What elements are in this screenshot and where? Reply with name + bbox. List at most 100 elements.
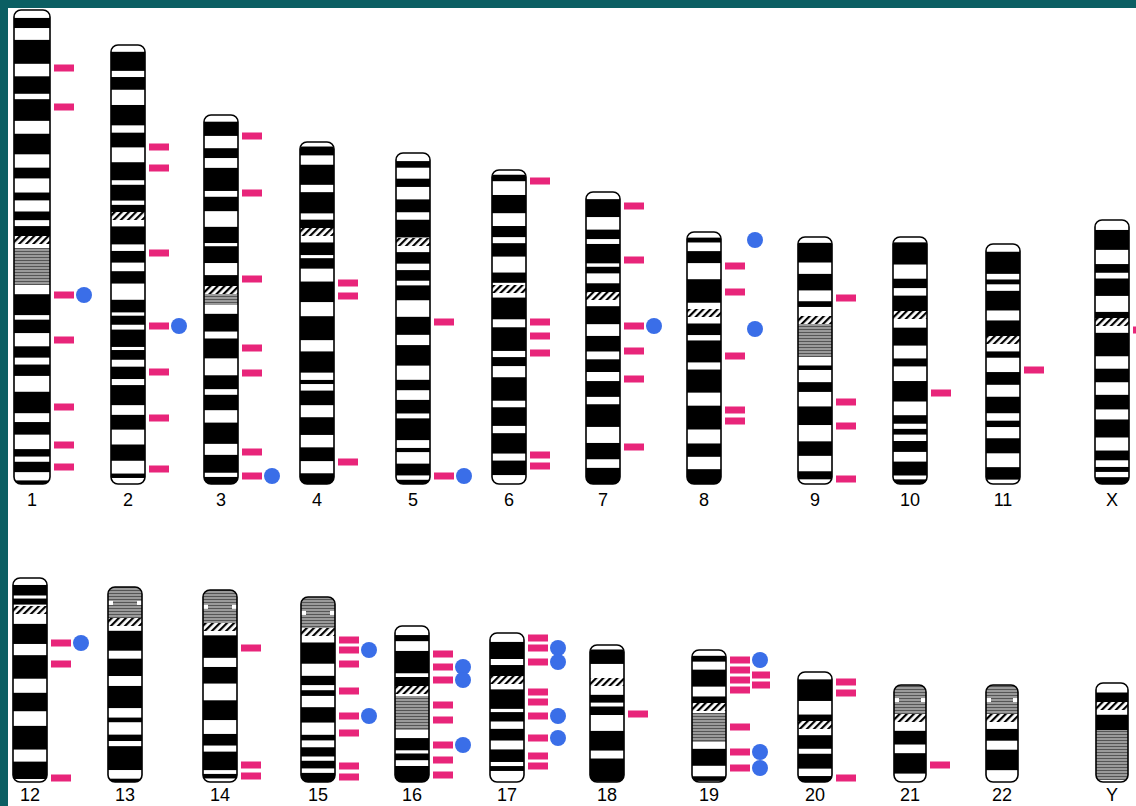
chromosome-ideogram <box>13 578 89 782</box>
gene-marker <box>149 323 169 330</box>
chromosome-number: 20 <box>793 785 837 805</box>
gene-marker <box>433 651 453 658</box>
gene-marker <box>149 415 169 422</box>
gene-marker <box>624 376 644 383</box>
gene-marker <box>528 689 548 696</box>
gene-marker <box>528 635 548 642</box>
chromosome-number: 1 <box>10 490 54 510</box>
chromosome-number: 11 <box>981 490 1025 510</box>
gene-marker <box>628 711 648 718</box>
locus-dot <box>747 321 763 337</box>
gene-marker <box>530 319 550 326</box>
gene-marker <box>338 459 358 466</box>
gene-marker <box>528 753 548 760</box>
locus-dot <box>550 654 566 670</box>
gene-marker <box>149 466 169 473</box>
gene-marker <box>433 757 453 764</box>
chromosome-number: 10 <box>888 490 932 510</box>
gene-marker <box>530 463 550 470</box>
chromosome-ideogram <box>111 45 187 484</box>
gene-marker <box>836 679 856 686</box>
locus-dot <box>455 672 471 688</box>
chromosome-ideogram <box>894 685 950 782</box>
chromosome-number: X <box>1090 490 1134 510</box>
chromosome-ideogram <box>1095 220 1136 484</box>
chromosome-number: Y <box>1090 785 1134 805</box>
gene-marker <box>433 742 453 749</box>
gene-marker <box>836 775 856 782</box>
gene-marker <box>434 319 454 326</box>
locus-dot <box>455 737 471 753</box>
chromosome-number: 21 <box>888 785 932 805</box>
gene-marker <box>530 452 550 459</box>
locus-dot <box>456 468 472 484</box>
white-ground <box>8 8 1136 806</box>
chromosome-ideogram <box>986 244 1044 484</box>
gene-marker <box>242 449 262 456</box>
chromosome-number: 12 <box>8 785 52 805</box>
gene-marker <box>241 762 261 769</box>
locus-dot <box>550 640 566 656</box>
gene-marker <box>530 333 550 340</box>
gene-marker <box>730 765 750 772</box>
chromosome-ideogram <box>490 633 566 782</box>
chromosome-ideogram <box>395 626 471 782</box>
locus-dot <box>361 708 377 724</box>
gene-marker <box>242 473 262 480</box>
chromosome-ideogram <box>1096 683 1128 782</box>
gene-marker <box>54 442 74 449</box>
gene-marker <box>752 672 770 679</box>
gene-marker <box>836 423 856 430</box>
gene-marker <box>242 345 262 352</box>
gene-marker <box>624 203 644 210</box>
gene-marker <box>931 390 951 397</box>
gene-marker <box>242 133 262 140</box>
gene-marker <box>730 657 750 664</box>
gene-marker <box>836 690 856 697</box>
chromosome-number: 7 <box>581 490 625 510</box>
gene-marker <box>836 399 856 406</box>
gene-marker <box>241 773 261 780</box>
gene-marker <box>730 667 750 674</box>
gene-marker <box>433 717 453 724</box>
gene-marker <box>149 165 169 172</box>
gene-marker <box>339 774 359 781</box>
gene-marker <box>730 749 750 756</box>
gene-marker <box>242 370 262 377</box>
locus-dot <box>550 730 566 746</box>
chromosome-ideogram <box>301 597 377 782</box>
gene-marker <box>54 292 74 299</box>
chromosome-ideogram <box>492 170 550 484</box>
chromosome-number: 3 <box>199 490 243 510</box>
locus-dot <box>361 642 377 658</box>
gene-marker <box>51 640 71 647</box>
chromosome-ideogram <box>687 232 763 484</box>
gene-marker <box>54 464 74 471</box>
chromosome-ideogram <box>798 672 856 782</box>
gene-marker <box>528 659 548 666</box>
chromosome-ideogram <box>300 142 358 484</box>
chromosome-number: 5 <box>391 490 435 510</box>
gene-marker <box>51 775 71 782</box>
chromosome-number: 8 <box>682 490 726 510</box>
gene-marker <box>624 257 644 264</box>
gene-marker <box>54 337 74 344</box>
locus-dot <box>752 760 768 776</box>
gene-marker <box>339 637 359 644</box>
gene-marker <box>242 190 262 197</box>
chromosome-ideogram <box>893 237 951 484</box>
chromosome-ideogram <box>14 10 92 484</box>
chromosome-ideogram <box>396 153 472 484</box>
gene-marker <box>624 323 644 330</box>
gene-marker <box>242 276 262 283</box>
chromosome-number: 18 <box>585 785 629 805</box>
chromosome-ideogram <box>798 237 856 484</box>
chromosome-number: 4 <box>295 490 339 510</box>
gene-marker <box>725 353 745 360</box>
chromosome-number: 14 <box>198 785 242 805</box>
gene-marker <box>528 699 548 706</box>
gene-marker <box>1133 327 1136 334</box>
gene-marker <box>51 661 71 668</box>
chromosome-ideogram <box>203 590 261 782</box>
